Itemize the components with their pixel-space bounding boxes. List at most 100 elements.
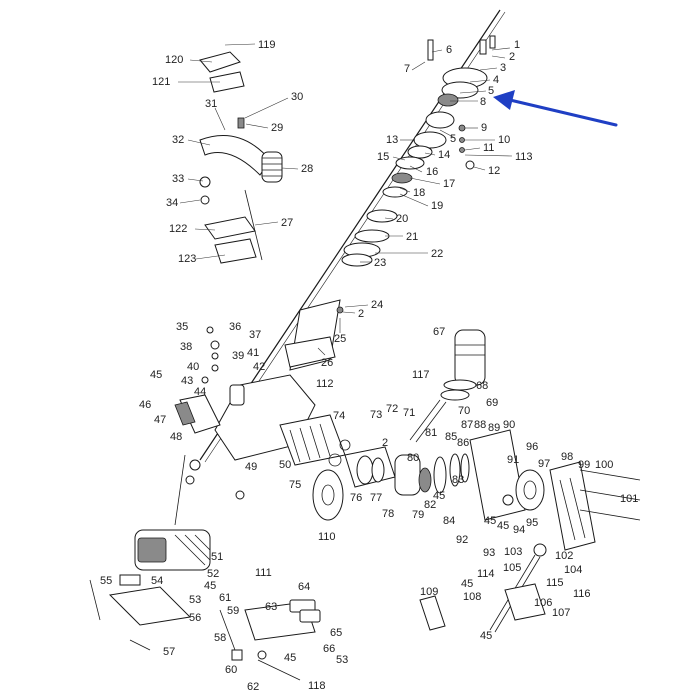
callout-label: 99 [578,459,590,471]
lower-right-shaft [419,543,547,633]
callout-label: 81 [425,427,437,439]
callout-label: 70 [458,405,470,417]
callout-label: 20 [396,213,408,225]
callout-label: 116 [573,588,591,600]
callout-label: 65 [330,627,342,639]
callout-label: 27 [281,217,293,229]
callout-label: 119 [258,39,276,51]
callout-label: 118 [308,680,326,692]
callout-label: 93 [483,547,495,559]
flywheel [312,469,344,521]
callout-label: 52 [207,568,219,580]
callout-label: 108 [463,591,481,603]
callout-label: 45 [484,515,496,527]
callout-label: 111 [255,567,272,579]
callout-label: 53 [336,654,348,666]
callout-label: 89 [488,422,500,434]
callout-label: 50 [279,459,291,471]
coupler-tube [284,299,344,371]
callout-label: 113 [515,151,533,163]
callout-label: 31 [205,98,217,110]
callout-label: 45 [150,369,162,381]
callout-label: 30 [291,91,303,103]
callout-label: 94 [513,524,525,536]
callout-label: 83 [452,474,464,486]
callout-label: 9 [481,122,487,134]
callout-label: 107 [552,607,570,619]
callout-label: 28 [301,163,313,175]
callout-label: 66 [323,643,335,655]
callout-label: 64 [298,581,310,593]
callout-label: 77 [370,492,382,504]
callout-label: 45 [480,630,492,642]
callout-label: 71 [403,407,415,419]
leader-lines [178,43,513,356]
lower-parts [219,599,321,681]
callout-label: 121 [152,76,170,88]
callout-label: 39 [232,350,244,362]
callout-label: 46 [139,399,151,411]
callout-label: 76 [350,492,362,504]
callout-label: 63 [265,601,277,613]
callout-label: 14 [438,149,450,161]
callout-label: 109 [420,586,438,598]
callout-label: 36 [229,321,241,333]
callout-label: 73 [370,409,382,421]
callout-label: 61 [219,592,231,604]
callout-label: 37 [249,329,261,341]
gear-head-assembly [341,35,496,267]
crankshaft [344,446,470,496]
callout-label: 55 [100,575,112,587]
callout-label: 97 [538,458,550,470]
callout-label: 7 [404,63,410,75]
callout-label: 45 [497,520,509,532]
callout-label: 115 [546,577,564,589]
callout-label: 49 [245,461,257,473]
callout-label: 54 [151,575,163,587]
callout-label: 3 [500,62,506,74]
callout-label: 38 [180,341,192,353]
callout-label: 26 [321,357,333,369]
recoil-starter [134,454,245,571]
callout-label: 87 [461,419,473,431]
callout-label: 100 [595,459,613,471]
callout-label: 18 [413,187,425,199]
callout-label: 11 [483,142,494,154]
callout-label: 80 [407,452,419,464]
callout-label: 85 [445,431,457,443]
callout-label: 33 [172,173,184,185]
callout-label: 43 [181,375,193,387]
callout-label: 45 [204,580,216,592]
callout-label: 45 [433,490,445,502]
callout-label: 86 [457,437,469,449]
callout-label: 123 [178,253,196,265]
gearbox-cover [469,429,641,551]
callout-label: 67 [433,326,445,338]
callout-label: 105 [503,562,521,574]
callout-label: 60 [225,664,237,676]
callout-label: 19 [431,200,443,212]
callout-label: 98 [561,451,573,463]
callout-label: 103 [504,546,522,558]
callout-label: 112 [316,378,334,390]
callout-label: 22 [431,248,443,260]
callout-label: 2 [358,308,364,320]
callout-label: 40 [187,361,199,373]
callout-label: 44 [194,386,206,398]
callout-label: 102 [555,550,573,562]
callout-label: 5 [450,133,456,145]
callout-label: 90 [503,419,515,431]
callout-label: 41 [247,347,259,359]
callout-label: 122 [169,223,187,235]
callout-label: 110 [318,531,336,543]
callout-labels: 1 2 3 4 5 6 7 8 5 9 10 11 113 12 13 14 1… [100,39,638,693]
callout-label: 15 [377,151,389,163]
callout-label: 68 [476,380,488,392]
callout-label: 45 [284,652,296,664]
callout-label: 106 [534,597,552,609]
callout-label: 12 [488,165,500,177]
callout-label: 104 [564,564,582,576]
callout-label: 117 [412,369,430,381]
callout-label: 8 [480,96,486,108]
